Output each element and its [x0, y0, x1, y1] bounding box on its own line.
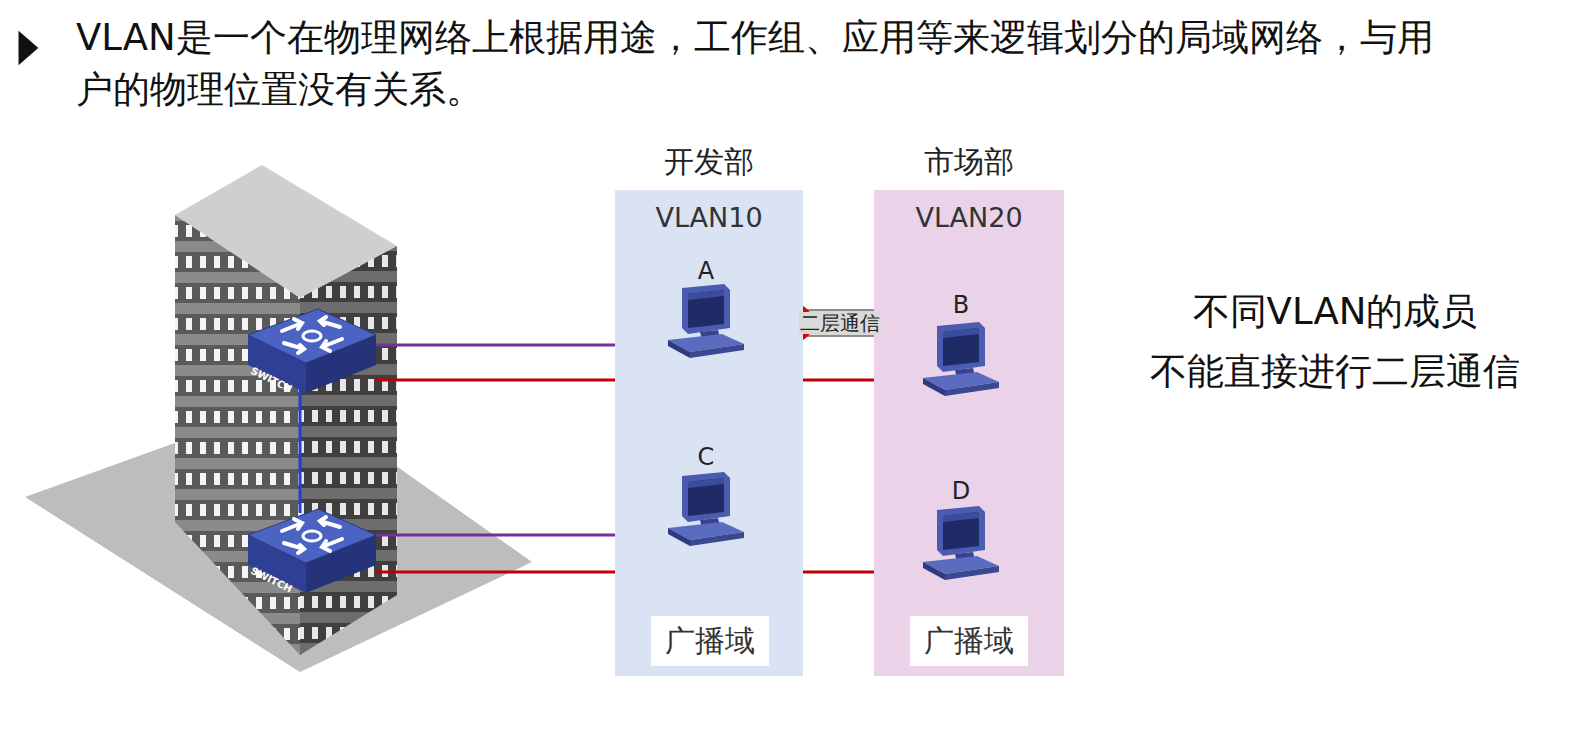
broadcast-box: 广播域 [910, 616, 1028, 666]
node-text: D [915, 476, 1007, 506]
node-text: 广播域 [665, 622, 755, 660]
computer: D [915, 476, 1007, 582]
computer-icon [919, 506, 1003, 582]
note-text: 不同VLAN的成员 不能直接进行二层通信 [1100, 282, 1570, 402]
vlan-band: 市场部 VLAN20B D 广播域 [874, 140, 1064, 676]
node-text: A [660, 256, 752, 286]
building-left-face [175, 215, 300, 655]
band-fill [874, 190, 1064, 676]
computer: B [915, 290, 1007, 398]
title: VLAN是一个在物理网络上根据用途，工作组、应用等来逻辑划分的局域网络，与用户的… [76, 12, 1466, 116]
switch: SWITCH [248, 305, 378, 395]
broadcast-box: 广播域 [651, 616, 769, 666]
computer: C [660, 442, 752, 548]
link-line [299, 387, 302, 513]
edge-label: 二层通信 [799, 312, 881, 334]
building-right-face [300, 246, 397, 655]
switch: SWITCH [248, 505, 378, 595]
node-text: VLAN20 [874, 200, 1064, 236]
vlan-band: 开发部 VLAN10A C 广播域 [615, 140, 803, 676]
computer: A [660, 256, 752, 360]
node-text: 开发部 [615, 142, 803, 182]
bullet-arrow [20, 34, 36, 62]
computer-icon [664, 284, 748, 360]
node-text: VLAN10 [615, 200, 803, 236]
computer-icon [664, 472, 748, 548]
node-text: 市场部 [874, 142, 1064, 182]
computer-icon [919, 322, 1003, 398]
node-text: C [660, 442, 752, 472]
node-text: B [915, 290, 1007, 320]
node-text: 广播域 [924, 622, 1014, 660]
